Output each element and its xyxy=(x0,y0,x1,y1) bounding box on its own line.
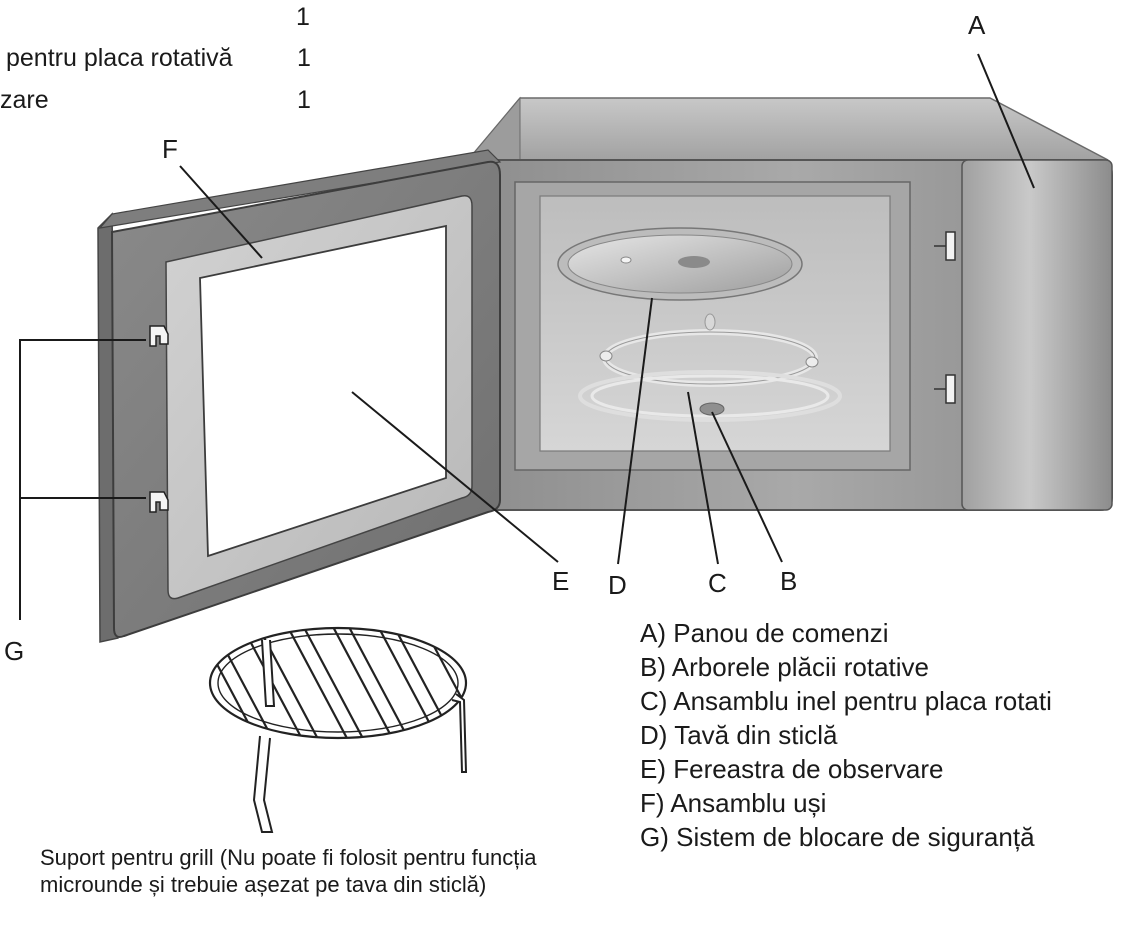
legend-item-F: F) Ansamblu uși xyxy=(640,788,827,818)
door-hook-lower xyxy=(149,491,169,513)
legend-item-B: B) Arborele plăcii rotative xyxy=(640,652,930,682)
leader-C xyxy=(687,391,719,565)
grill-rack-rim-outer xyxy=(208,626,468,740)
door-assembly xyxy=(97,149,502,643)
grill-rack-leg-back xyxy=(261,639,276,707)
top-list-item-1-qty: 1 xyxy=(296,3,310,31)
callout-D: D xyxy=(608,570,627,600)
top-list-item-3-qty: 1 xyxy=(297,86,311,114)
top-list-item-3-text: zare xyxy=(0,86,49,114)
legend-item-A: A) Panou de comenzi xyxy=(640,618,889,648)
grill-rack-leg-front xyxy=(252,735,274,833)
microwave-body xyxy=(466,96,1113,511)
latch-slot-upper xyxy=(945,231,956,261)
leader-A xyxy=(977,53,1035,189)
body-top xyxy=(466,97,1109,161)
grill-rack-caption: Suport pentru grill (Nu poate fi folosit… xyxy=(40,845,537,897)
door-hook-upper xyxy=(149,325,169,347)
leader-B xyxy=(711,411,783,563)
callout-B: B xyxy=(780,566,798,596)
leader-lines xyxy=(19,53,1035,620)
glass-tray xyxy=(557,227,803,301)
grill-rack-illustration xyxy=(208,626,468,833)
grill-rack-rim-inner xyxy=(217,633,459,733)
top-list-item-2-qty: 1 xyxy=(297,44,311,72)
legend-item-C: C) Ansamblu inel pentru placa rotati xyxy=(640,686,1052,716)
top-list-item-2-text: pentru placa rotativă xyxy=(6,44,233,72)
leader-F xyxy=(179,165,263,259)
roller-ring xyxy=(578,313,842,422)
leader-E xyxy=(351,391,559,563)
callout-C: C xyxy=(708,568,727,598)
grill-rack-leg-right xyxy=(451,693,468,773)
callout-E: E xyxy=(552,566,570,596)
leader-G-upper xyxy=(19,339,146,620)
callout-A: A xyxy=(968,10,986,40)
turntable-shaft xyxy=(699,402,725,416)
legend-item-E: E) Fereastra de observare xyxy=(640,754,944,784)
latch-slot-lower xyxy=(945,374,956,404)
control-panel xyxy=(961,159,1113,511)
callout-F: F xyxy=(162,134,178,164)
leader-D xyxy=(617,297,653,565)
observation-window xyxy=(199,224,447,558)
legend-item-D: D) Tavă din sticlă xyxy=(640,720,838,750)
legend-item-G: G) Sistem de blocare de siguranță xyxy=(640,822,1035,852)
callout-G: G xyxy=(4,636,25,666)
